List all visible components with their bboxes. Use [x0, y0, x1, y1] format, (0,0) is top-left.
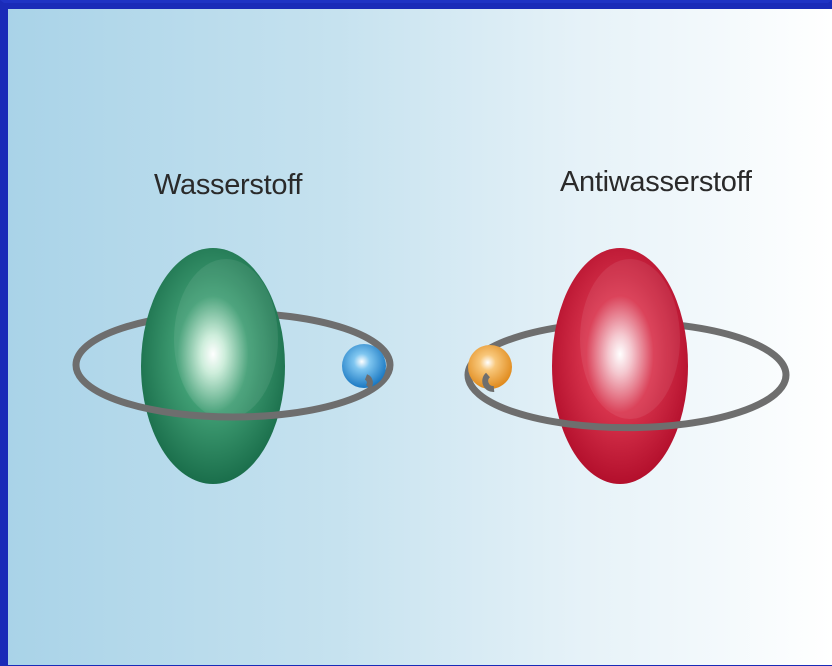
antihydrogen-atom	[468, 248, 786, 484]
diagram-panel: Wasserstoff Antiwasserstoff	[8, 9, 832, 665]
positron	[468, 345, 512, 389]
hydrogen-atom	[76, 248, 390, 484]
electron	[342, 344, 386, 388]
atoms-illustration	[8, 9, 832, 665]
